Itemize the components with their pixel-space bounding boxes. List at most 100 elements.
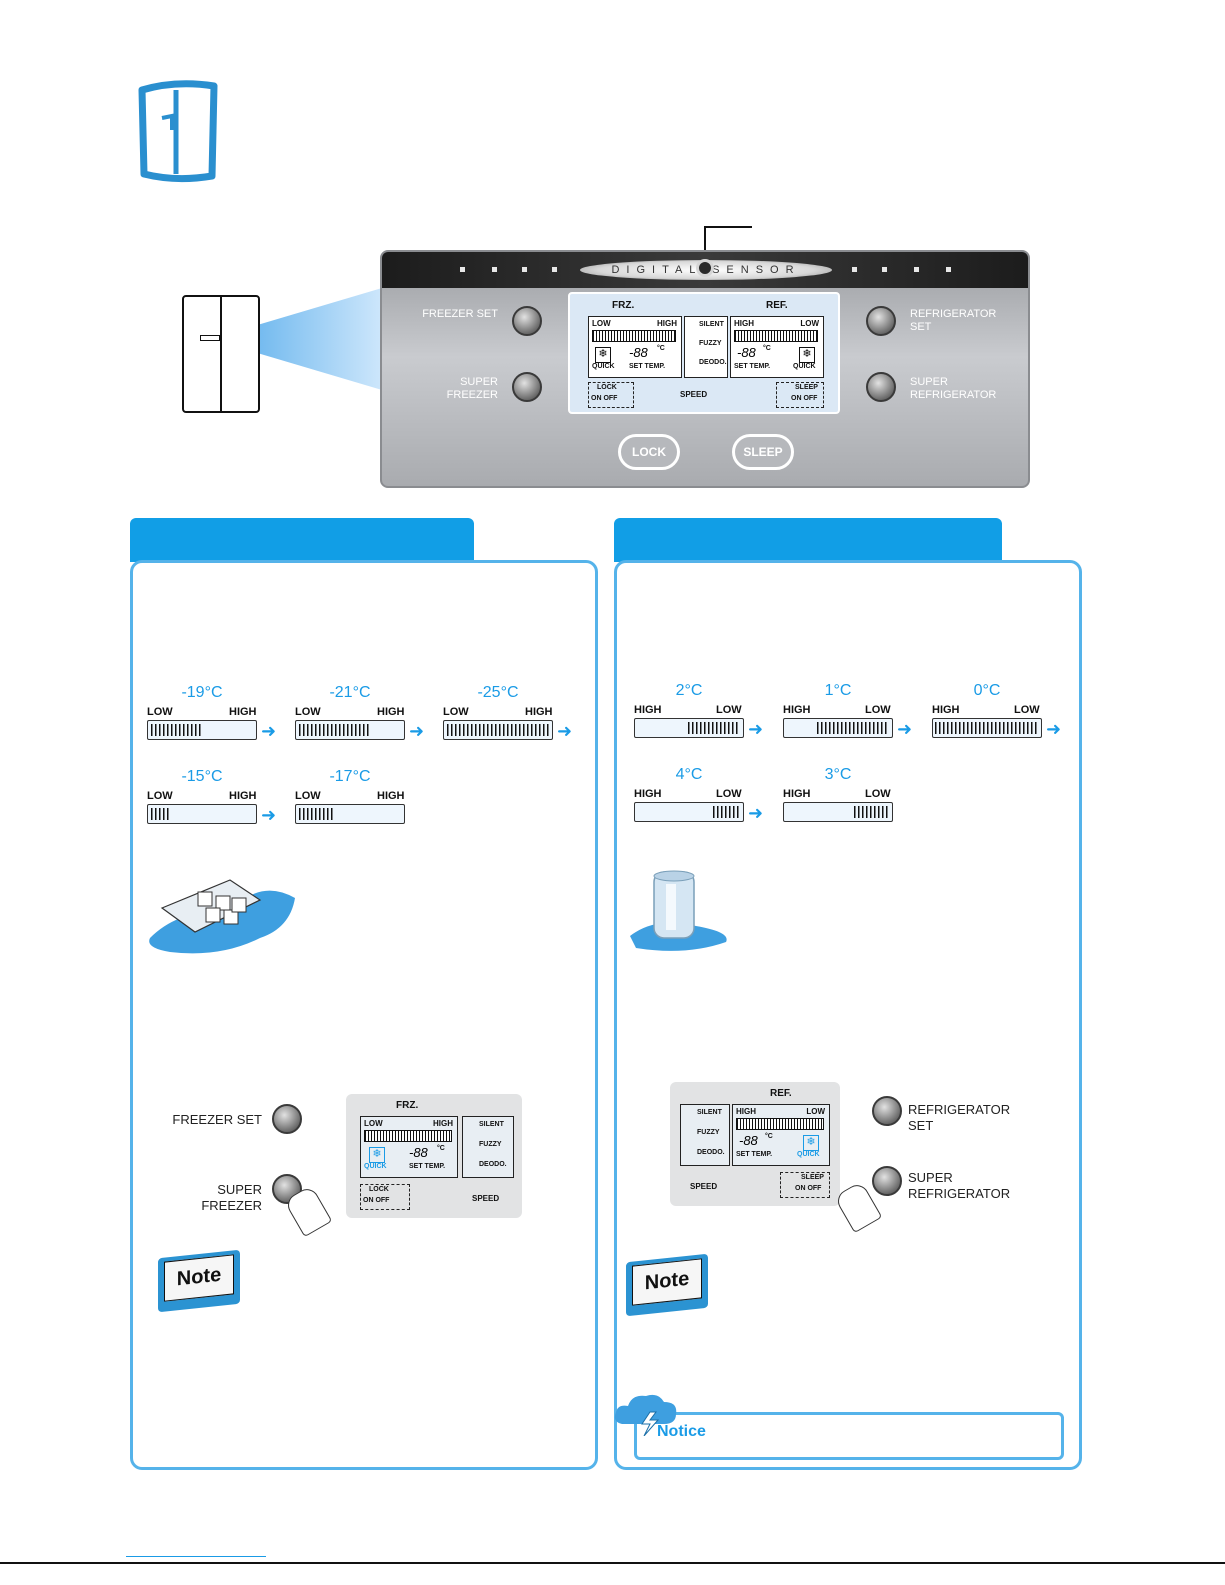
gauge-high-label: HIGH <box>932 704 960 716</box>
sleep-button[interactable]: SLEEP <box>732 434 794 470</box>
freezer-set-label: FREEZER SET <box>422 308 498 320</box>
lcd-lock-indicator: LOCK ON OFF <box>588 382 634 408</box>
gauge-fill <box>854 806 888 818</box>
temp-value: 4°C <box>675 766 703 783</box>
lcd-deodo: DEODO. <box>479 1161 507 1168</box>
lcd-deodo: DEODO. <box>699 359 727 366</box>
lcd-high: HIGH <box>734 319 754 328</box>
gauge-high-label: HIGH <box>525 706 553 718</box>
gauge-low-label: LOW <box>716 704 742 716</box>
lcd-ref: REF. <box>766 300 788 311</box>
lcd-mode-box: SILENT FUZZY DEODO. <box>684 316 728 378</box>
temp-gauge <box>147 804 257 824</box>
sensor-pointer-line-v <box>704 226 706 262</box>
lcd-display: FRZ. REF. LOW HIGH ❄ -88 °C QUICK SET TE… <box>568 292 840 414</box>
temp-value: -19°C <box>181 684 223 701</box>
temp-gauge <box>634 718 744 738</box>
lcd-speed: SPEED <box>690 1182 718 1191</box>
lcd-on-off: ON OFF <box>591 395 618 402</box>
lcd-set-temp: SET TEMP. <box>736 1151 773 1158</box>
footer-accent-rule <box>126 1556 266 1557</box>
temp-value: -25°C <box>477 684 519 701</box>
refrigerator-set-button[interactable] <box>872 1096 902 1126</box>
cloud-lightning-icon <box>612 1392 682 1437</box>
gauge-low-label: LOW <box>147 706 173 718</box>
gauge-fill <box>299 724 370 736</box>
lcd-fridge-bar <box>734 330 818 342</box>
beverage-can-icon <box>626 866 736 952</box>
lcd-mode-box: SILENT FUZZY DEODO. <box>462 1116 514 1178</box>
lcd-sleep-indicator: SLEEP ON OFF <box>780 1172 830 1198</box>
freezer-section-card <box>130 560 598 1470</box>
super-refrigerator-button[interactable] <box>866 372 896 402</box>
gauge-high-label: HIGH <box>229 706 257 718</box>
lcd-temp: -88 <box>629 345 648 360</box>
freezer-section-tab <box>130 518 474 562</box>
strip-dot <box>552 267 557 272</box>
gauge-low-label: LOW <box>147 790 173 802</box>
note-label: Note <box>164 1254 234 1302</box>
next-arrow-icon: ➜ <box>409 721 425 741</box>
sensor-icon <box>696 259 714 277</box>
snowflake-icon: ❄ <box>803 1135 819 1151</box>
gauge-high-label: HIGH <box>377 790 405 802</box>
lcd-set-temp: SET TEMP. <box>409 1163 446 1170</box>
lcd-freezer-box: LOW HIGH ❄ -88 °C QUICK SET TEMP. <box>360 1116 458 1178</box>
gauge-high-label: HIGH <box>377 706 405 718</box>
refrigerator-set-label: REFRIGERATOR SET <box>910 308 997 333</box>
lcd-high: HIGH <box>433 1119 453 1128</box>
lcd-set-temp: SET TEMP. <box>629 363 666 370</box>
lcd-sleep-indicator: SLEEP ON OFF <box>776 382 824 408</box>
freezer-set-button[interactable] <box>272 1104 302 1134</box>
temp-gauge <box>783 718 893 738</box>
super-refrigerator-label: SUPER REFRIGERATOR <box>910 376 997 401</box>
super-freezer-label: SUPER FREEZER <box>446 376 498 401</box>
next-arrow-icon: ➜ <box>261 805 277 825</box>
gauge-fill <box>713 806 739 818</box>
lcd-sleep: SLEEP <box>801 1174 824 1181</box>
gauge-high-label: HIGH <box>229 790 257 802</box>
fridge-door-split <box>220 297 222 411</box>
notice-box: Notice <box>634 1412 1064 1460</box>
notice-label: Notice <box>657 1423 706 1440</box>
temp-value: -21°C <box>329 684 371 701</box>
control-panel: DIGITAL SENSOR FREEZER SET SUPER FREEZER… <box>380 250 1030 488</box>
gauge-high-label: HIGH <box>634 704 662 716</box>
snowflake-icon: ❄ <box>369 1147 385 1163</box>
gauge-low-label: LOW <box>1014 704 1040 716</box>
temp-value: 3°C <box>824 766 852 783</box>
sensor-pointer-line <box>704 226 752 228</box>
lcd-mode-box: SILENT FUZZY DEODO. <box>680 1104 730 1166</box>
lcd-lock: LOCK <box>597 384 617 391</box>
strip-dot <box>946 267 951 272</box>
footer-rule <box>0 1562 1225 1564</box>
lcd-freezer-bar <box>364 1130 452 1142</box>
panel-top-strip: DIGITAL SENSOR <box>382 252 1028 288</box>
refrigerator-set-button[interactable] <box>866 306 896 336</box>
temp-step: -19°C LOW HIGH ➜ <box>147 684 277 744</box>
lock-button[interactable]: LOCK <box>618 434 680 470</box>
fridge-lcd-panel: REF. SILENT FUZZY DEODO. HIGH LOW -88 °C… <box>670 1082 840 1206</box>
lcd-low: LOW <box>800 319 819 328</box>
super-freezer-button[interactable] <box>512 372 542 402</box>
lcd-fridge-box: HIGH LOW -88 °C ❄ SET TEMP. QUICK <box>730 316 824 378</box>
freezer-set-button[interactable] <box>512 306 542 336</box>
next-arrow-icon: ➜ <box>748 719 764 739</box>
snowflake-icon: ❄ <box>595 347 611 363</box>
temp-gauge <box>295 720 405 740</box>
temp-value: 0°C <box>973 682 1001 699</box>
lcd-deodo: DEODO. <box>697 1149 725 1156</box>
temp-value: 1°C <box>824 682 852 699</box>
note-label: Note <box>632 1258 702 1306</box>
lcd-low: LOW <box>806 1107 825 1116</box>
next-arrow-icon: ➜ <box>261 721 277 741</box>
lcd-unit: °C <box>763 345 771 352</box>
super-refrigerator-button[interactable] <box>872 1166 902 1196</box>
strip-dot <box>492 267 497 272</box>
lcd-speed: SPEED <box>472 1194 500 1203</box>
gauge-fill <box>817 722 888 734</box>
lcd-silent: SILENT <box>697 1109 722 1116</box>
